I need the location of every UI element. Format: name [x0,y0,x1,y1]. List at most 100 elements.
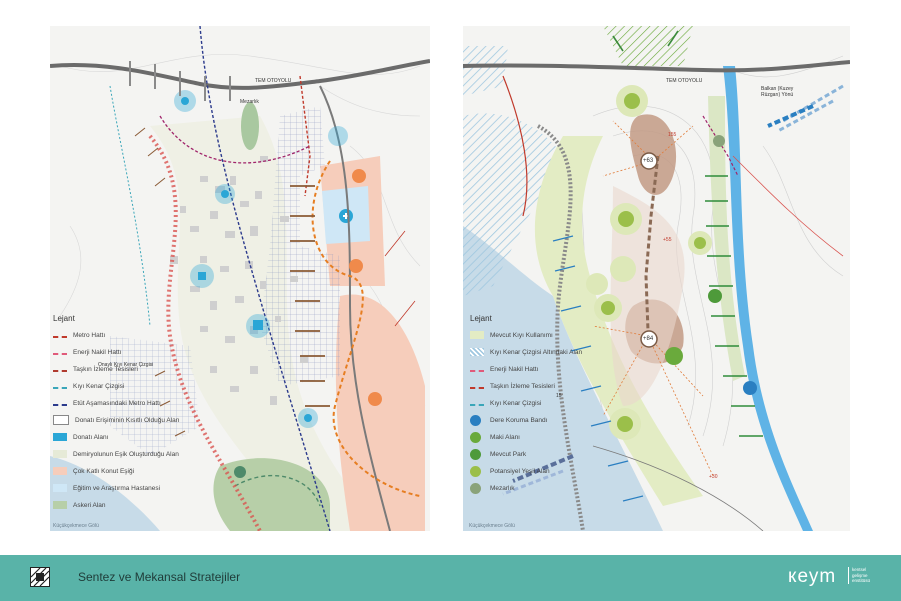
synthesis-map-icon [30,567,50,587]
contour-label-3: +30 [709,474,718,480]
legend-label: Etüt Aşamasındaki Metro Hattı [73,399,161,407]
legend-label: Kıyı Kenar Çizgisi Altındaki Alan [490,348,583,356]
legend-symbol [53,484,67,492]
page-title: Sentez ve Mekansal Stratejiler [78,570,241,584]
legend-item: Metro Hattı [53,329,179,341]
legend-symbol [470,431,481,443]
legend-symbol [470,448,481,460]
legend-item: Kıyı Kenar Çizgisi [470,397,582,409]
railway-crossing-arrows [290,185,330,407]
main-wind-arrow [767,104,814,128]
highway-label: TEM OTOYOLU [255,78,292,84]
creek-arrows [705,175,763,437]
legend-label: Demiryolunun Eşik Oluşturduğu Alan [73,450,179,458]
legend-symbol [53,369,67,372]
amenity-points [174,90,382,478]
legend-label: Mevcut Park [490,450,527,458]
highway-line [463,60,850,73]
legend-symbol [53,386,67,389]
lake-area [463,226,663,531]
shoreline-arrows [134,127,186,437]
highway-line [50,59,430,90]
legend-symbol [470,414,481,426]
legend-symbol [53,403,67,406]
legend-label: Donatı Alanı [73,433,109,441]
access-arrows [129,61,231,101]
legend-symbol [53,415,69,425]
legend-symbol [470,369,484,372]
railway-dotted [537,124,585,531]
wind-label: Balkan (Kuzey Rüzgarı) Yönü [761,86,794,98]
legend-item: Donatı Alanı [53,431,179,443]
maki-arrows [612,30,679,52]
ridge-line [644,155,660,332]
legend-label: Dere Koruma Bandı [490,416,548,424]
legend-symbol [470,465,481,477]
cemetery-area [241,102,259,150]
legend-label: Mezarlık [490,484,515,492]
maki-area [603,26,693,66]
lake-area [50,456,160,531]
potential-green-areas [586,85,757,440]
legend-item: Enerji Nakil Hattı [470,363,582,375]
contour-label-4: 15 [556,393,562,399]
below-shoreline-area [463,113,563,296]
legend-label: Çok Katlı Konut Eşiği [73,467,135,475]
creek-protection-band [708,96,745,381]
legend-item: Çok Katlı Konut Eşiği [53,465,179,477]
legend-item: Eğitim ve Araştırma Hastanesi [53,482,179,494]
legend-symbol [470,482,481,494]
legend-item: Mezarlık [470,482,582,494]
shoreline-line [109,85,151,327]
legend-symbol [470,348,484,356]
legend-symbol [53,352,67,355]
legend-symbol [470,403,484,406]
legend-item: Taşkın İzleme Tesisleri [53,363,179,375]
restricted-access-grid [110,336,200,456]
legend-symbol [53,467,67,475]
legend-label: Metro Hattı [73,331,106,339]
legend-item: Etüt Aşamasındaki Metro Hattı [53,397,179,409]
legend-item: Potansiyel Yeşil Alan [470,465,582,477]
legend-label: Kıyı Kenar Çizgisi [490,399,542,407]
lake-arrows [552,235,644,502]
lake-wind-arrow [512,454,574,483]
road-line [592,445,764,531]
energy-line [159,115,311,164]
footer-bar: Sentez ve Mekansal Stratejiler кеуm kent… [0,555,901,601]
legend-item: Kıyı Kenar Çizgisi [53,380,179,392]
legend-item: Mevcut Park [470,448,582,460]
metro-line [299,75,311,197]
legend-symbol [53,450,67,458]
right-map-panel: TEM OTOYOLU Balkan (Kuzey Rüzgarı) Yönü … [463,26,850,531]
left-map-drawing [50,26,430,531]
energy-line [702,115,739,177]
residential-threshold-area [335,294,425,531]
legend-label: Enerji Nakil Hattı [490,365,539,373]
legend-label: Taşkın İzleme Tesisleri [73,365,138,373]
legend-label: Kıyı Kenar Çizgisi [73,382,125,390]
shoreline-curve [148,134,262,531]
right-map-drawing [463,26,850,531]
legend-label: Potansiyel Yeşil Alan [490,467,550,475]
legend-symbol [470,386,484,389]
legend-symbol [53,433,67,441]
fault-lines [384,230,416,327]
fault-line [732,155,844,257]
strategic-arc [311,160,421,497]
lake-label: Küçükçekmece Gölü [469,523,515,529]
shoreline-label: Onaylı Kıyı Kenar Çizgisi [98,362,154,368]
contour-label-1: 155 [668,132,677,138]
planned-metro-line [199,26,331,531]
legend-label: Donatı Erişiminin Kısıtlı Olduğu Alan [75,416,180,424]
lake-wind-arrow-2 [502,469,564,496]
peak-1-label: +63 [643,158,654,164]
brand-sub-line: enstitüsü [852,578,871,583]
legend-item: Donatı Erişiminin Kısıtlı Olduğu Alan [53,414,179,426]
left-map-panel: TEM OTOYOLU Mezarlık Onaylı Kıyı Kenar Ç… [50,26,430,531]
legend-label: Eğitim ve Araştırma Hastanesi [73,484,161,492]
legend-symbol [470,331,484,339]
